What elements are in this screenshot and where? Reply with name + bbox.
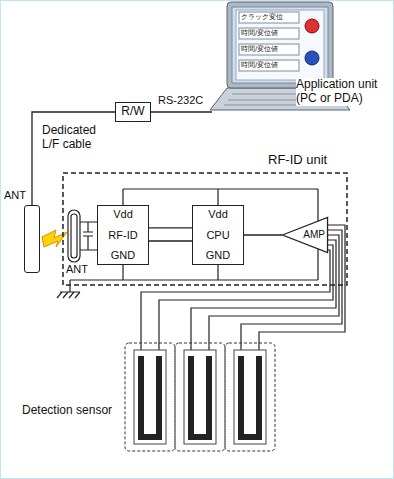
cpu-box: VddCPU GND bbox=[192, 205, 244, 265]
application-unit: Application unit (PC or PDA) bbox=[212, 2, 392, 114]
reader-antenna: ANT bbox=[24, 205, 40, 273]
screen-text: 時間/変位値 bbox=[241, 45, 278, 54]
rfid-chip-box: VddRF-ID GND bbox=[97, 205, 149, 265]
label-holder: ANT bbox=[4, 189, 26, 202]
label-holder: ANT bbox=[66, 263, 88, 276]
label-holder: 時間/変位値 bbox=[241, 45, 278, 54]
amp-outline bbox=[282, 217, 327, 252]
label-holder: 時間/変位値 bbox=[241, 29, 278, 38]
edge-label: RS-232C bbox=[158, 94, 203, 107]
label-holder: RS-232C bbox=[158, 94, 203, 107]
pin-name: Vdd bbox=[208, 208, 228, 221]
pin-name: GND bbox=[206, 249, 230, 262]
strain-sensor bbox=[175, 343, 225, 451]
chip-name: CPU bbox=[206, 229, 229, 242]
label-holder: RF-ID unit bbox=[268, 153, 327, 168]
rfid-unit: RF-ID unitVddRF-IDGNDVddCPUGNDAMP bbox=[62, 172, 348, 286]
connector-line bbox=[32, 112, 115, 205]
node-label: ANT bbox=[4, 189, 26, 202]
label-holder: 時間/変位値 bbox=[241, 61, 278, 70]
connector-line bbox=[149, 240, 192, 241]
edge-label: Dedicated L/F cable bbox=[42, 124, 114, 152]
pin-name: Vdd bbox=[113, 208, 133, 221]
label-holder: Dedicated L/F cable bbox=[42, 124, 114, 152]
node-label: AMP bbox=[303, 229, 325, 241]
amplifier-triangle: AMP bbox=[282, 217, 328, 253]
reader-writer-box: R/W bbox=[115, 102, 151, 122]
connector-line bbox=[244, 234, 282, 235]
connector-line bbox=[149, 227, 192, 228]
connector-line bbox=[151, 111, 212, 112]
node-label: RF-ID unit bbox=[268, 153, 327, 168]
label-holder: Detection sensor bbox=[22, 404, 112, 418]
label-holder: Application unit (PC or PDA) bbox=[296, 78, 391, 106]
screen-text: クラック変位 bbox=[241, 13, 283, 22]
screen-text: 時間/変位値 bbox=[241, 61, 278, 70]
strain-sensor bbox=[225, 343, 275, 451]
screen-text: 時間/変位値 bbox=[241, 29, 278, 38]
node-label: Application unit (PC or PDA) bbox=[296, 78, 391, 106]
tag-antenna-label: ANT bbox=[66, 263, 88, 276]
node-label: R/W bbox=[121, 105, 144, 119]
chip-name: RF-ID bbox=[108, 229, 137, 242]
ground-symbol bbox=[57, 292, 80, 298]
strain-sensor bbox=[125, 343, 175, 451]
pin-name: GND bbox=[111, 249, 135, 262]
label-holder: クラック変位 bbox=[241, 13, 283, 22]
tag-coil bbox=[68, 210, 97, 262]
part-label: Detection sensor bbox=[22, 404, 112, 418]
dashed-outline bbox=[63, 173, 347, 285]
